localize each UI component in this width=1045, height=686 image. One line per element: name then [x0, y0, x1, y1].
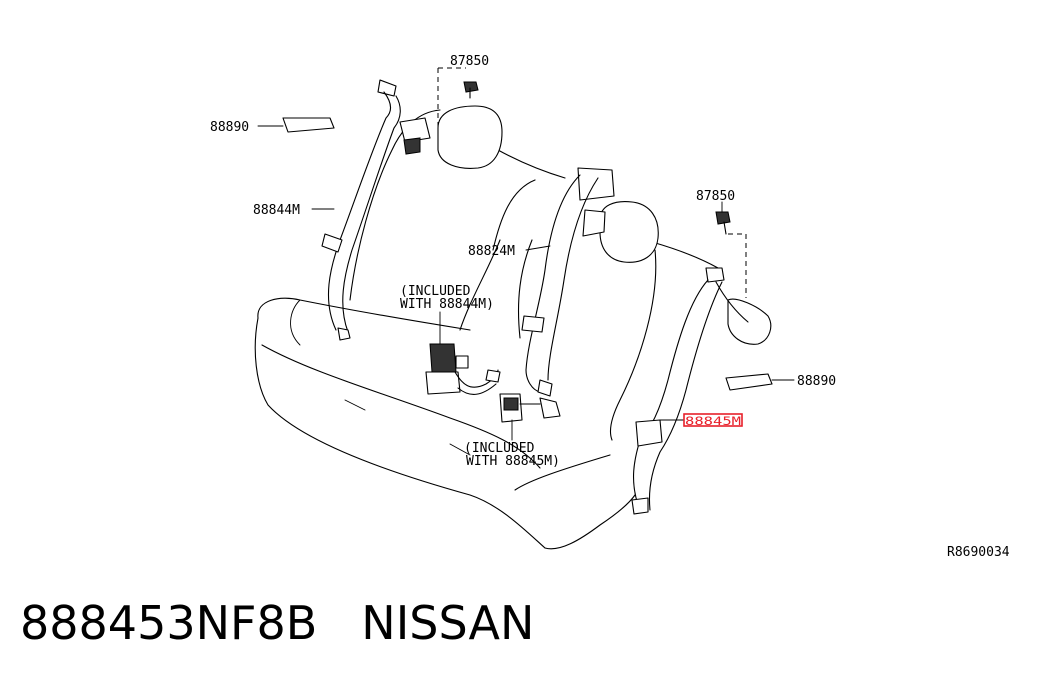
finisher-left: [282, 117, 335, 133]
seat-back: [349, 109, 719, 441]
part-number: 888453NF8B: [20, 596, 318, 650]
part-title: 888453NF8B NISSAN: [20, 596, 534, 650]
label-ref-code: R8690034: [947, 545, 1010, 560]
label-included-right-2: WITH 88845M): [466, 454, 560, 469]
buckle-right: [499, 393, 561, 423]
bolt-top: [463, 81, 479, 99]
label-belt-left: 88844M: [253, 203, 300, 218]
headrest-right: [599, 201, 659, 263]
seat-cushion: [254, 297, 636, 550]
label-bolt-right: 87850: [696, 189, 735, 204]
seat-belt-diagram: 87850 88890 88844M 88824M 87850 (INCLUDE…: [210, 54, 1010, 560]
buckle-left: [425, 343, 501, 395]
label-included-left-2: WITH 88844M): [400, 297, 494, 312]
seat-belt-center: [521, 167, 615, 397]
finisher-right: [725, 373, 773, 391]
label-bolt-top: 87850: [450, 54, 489, 69]
brand-name: NISSAN: [361, 596, 535, 650]
leader-belt-center: [525, 245, 551, 251]
label-belt-center: 88824M: [468, 244, 515, 259]
bolt-top-guide: [437, 67, 466, 150]
bolt-right: [715, 211, 731, 235]
label-included-right-1: (INCLUDED: [464, 441, 535, 456]
label-cover-left: 88890: [210, 120, 249, 135]
headrest-left: [437, 105, 503, 169]
bolt-right-guide: [728, 233, 747, 298]
seat-belt-left: [321, 79, 431, 341]
label-cover-right: 88890: [797, 374, 836, 389]
label-included-left-1: (INCLUDED: [400, 284, 471, 299]
highlight-box: [683, 413, 743, 427]
label-belt-right-highlight: 88845M: [685, 414, 741, 428]
seat-belt-right: [631, 267, 772, 515]
